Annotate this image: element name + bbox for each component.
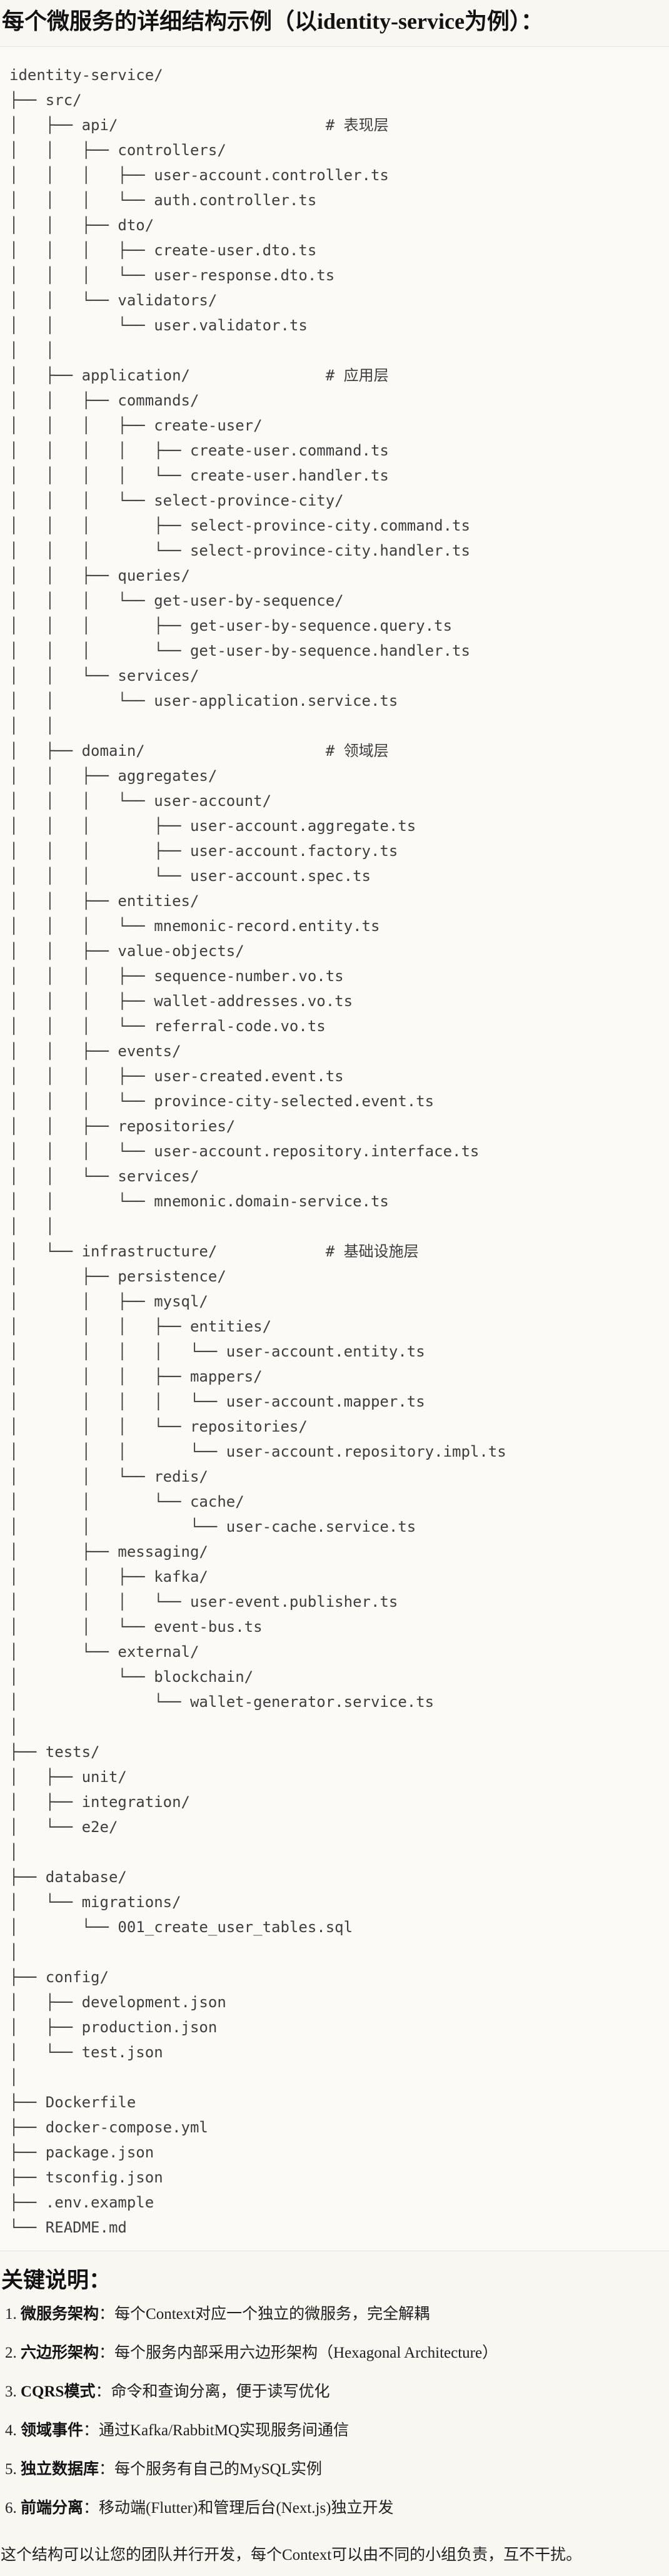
note-desc: ：通过Kafka/RabbitMQ实现服务间通信: [83, 2422, 349, 2439]
note-number: 4.: [5, 2422, 21, 2439]
note-item-cqrs: 3. CQRS模式：命令和查询分离，便于读写优化: [5, 2381, 669, 2403]
note-desc: ：移动端(Flutter)和管理后台(Next.js)独立开发: [83, 2500, 394, 2517]
note-desc: ：命令和查询分离，便于读写优化: [95, 2383, 330, 2400]
note-term: 微服务架构: [21, 2306, 99, 2323]
closing-paragraph: 这个结构可以让您的团队并行开发，每个Context可以由不同的小组负责，互不干扰…: [1, 2547, 582, 2563]
page-title: 每个微服务的详细结构示例（以identity-service为例）：: [2, 9, 543, 34]
note-term: 独立数据库: [21, 2461, 99, 2478]
note-term: CQRS模式: [21, 2383, 96, 2400]
note-term: 领域事件: [21, 2422, 84, 2439]
note-desc: ：每个服务内部采用六边形架构（Hexagonal Architecture）: [99, 2344, 498, 2361]
note-item-independent-db: 5. 独立数据库：每个服务有自己的MySQL实例: [5, 2459, 669, 2480]
note-term: 六边形架构: [21, 2344, 99, 2361]
note-desc: ：每个Context对应一个独立的微服务，完全解耦: [99, 2306, 430, 2323]
note-item-hexagonal: 2. 六边形架构：每个服务内部采用六边形架构（Hexagonal Archite…: [5, 2343, 669, 2364]
note-number: 2.: [5, 2344, 21, 2361]
note-item-domain-events: 4. 领域事件：通过Kafka/RabbitMQ实现服务间通信: [5, 2420, 669, 2441]
note-number: 5.: [5, 2461, 21, 2478]
note-item-microservice: 1. 微服务架构：每个Context对应一个独立的微服务，完全解耦: [5, 2304, 669, 2325]
note-number: 6.: [5, 2500, 21, 2517]
note-term: 前端分离: [21, 2500, 84, 2517]
notes-heading: 关键说明：: [1, 2268, 111, 2293]
note-number: 3.: [5, 2383, 21, 2400]
note-item-frontend-separation: 6. 前端分离：移动端(Flutter)和管理后台(Next.js)独立开发: [5, 2498, 669, 2519]
note-desc: ：每个服务有自己的MySQL实例: [99, 2461, 322, 2478]
directory-tree-code-block: identity-service/ ├── src/ │ ├── api/ # …: [0, 46, 669, 2251]
directory-tree: identity-service/ ├── src/ │ ├── api/ # …: [9, 66, 506, 2236]
note-number: 1.: [5, 2306, 21, 2323]
